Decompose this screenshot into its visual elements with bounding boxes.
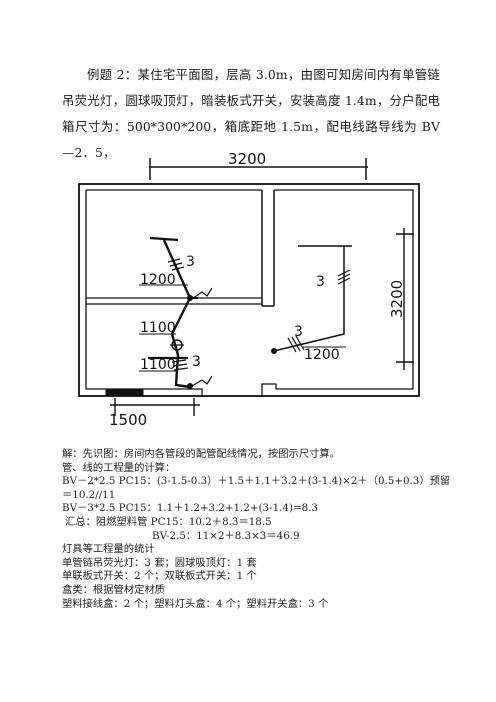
switch-symbol-lower [191, 375, 213, 387]
wire-count-lower: 3 [192, 354, 201, 370]
slash-low-2 [291, 336, 301, 352]
junction-dot-right [271, 348, 277, 354]
junction-dot-upper [187, 295, 193, 301]
slash-upper-2 [169, 262, 183, 267]
left-fluorescent-lamp [149, 236, 179, 242]
solution-line-10: 单联板式开关：2 个；双联板式开关：1 个 [62, 570, 257, 583]
solution-text: 解：先识图：房间内各管段的配管配线情况，按图示尺寸算。 管、线的工程量的计算： … [62, 448, 462, 611]
outer-wall-outline [78, 183, 420, 397]
solution-line-4: ＝10.2//11 [62, 488, 116, 501]
right-circuit-wire [273, 246, 345, 352]
junction-dot-lower [187, 383, 193, 389]
solution-line-12: 塑料接线盒：2 个；塑料灯头盒：4 个；塑料开关盒：3 个 [62, 597, 329, 610]
distribution-box [105, 388, 144, 397]
slash-upper-1 [167, 258, 181, 263]
solution-line-2: 管、线的工程量的计算： [62, 461, 176, 474]
slash-right-3 [337, 277, 351, 285]
wire-count-right: 3 [316, 274, 325, 290]
slash-lower-3 [173, 367, 189, 371]
solution-line-9: 单管链吊荧光灯：3 套；圆球吸顶灯：1 套 [62, 556, 257, 569]
solution-line-5: BV－3*2.5 PC15：1.1＋1.2+3.2+1.2+(3-1.4)=8.… [62, 502, 318, 515]
slash-lower-1 [171, 359, 187, 363]
label-1100-mid: 1100 [140, 320, 176, 336]
wire-count-upper: 3 [186, 254, 195, 270]
solution-line-11: 盒类：根据管材定材质 [62, 583, 165, 596]
label-1100-lower: 1100 [140, 357, 176, 373]
label-1200-right: 1200 [304, 347, 340, 363]
dim-bottom-label: 1500 [109, 411, 147, 429]
dim-top-label: 3200 [228, 150, 266, 168]
solution-line-8: 灯具等工程量的统计 [62, 543, 155, 556]
slash-lower-2 [172, 363, 188, 367]
outer-wall-inner-top-right [261, 189, 414, 396]
problem-statement: 例题 2：某住宅平面图，层高 3.0m，由图可知房间内有单管链吊荧光灯，圆球吸顶… [62, 67, 440, 160]
solution-line-6: 汇总：阻燃塑料管 PC15：10.2＋8.3＝18.5 [65, 515, 272, 528]
outer-wall-inner-left [85, 190, 203, 396]
switch-symbol-upper [191, 287, 213, 300]
slash-right-2 [337, 273, 351, 281]
slash-right-1 [337, 269, 351, 277]
slash-low-3 [295, 335, 305, 351]
solution-line-1: 解：先识图：房间内各管段的配管配线情况，按图示尺寸算。 [62, 448, 341, 460]
label-1200-upper: 1200 [140, 272, 176, 288]
dim-right-label: 3200 [388, 280, 406, 318]
slash-upper-3 [171, 266, 185, 271]
slash-low-1 [287, 337, 297, 353]
solution-line-7: BV-2.5：11×2＋8.3×3＝46.9 [152, 529, 300, 542]
solution-line-3: BV－2*2.5 PC15：(3-1.5-0.3）＋1.5＋1.1＋3.2＋(3… [62, 475, 451, 488]
wire-count-bottom-right: 3 [294, 324, 303, 340]
